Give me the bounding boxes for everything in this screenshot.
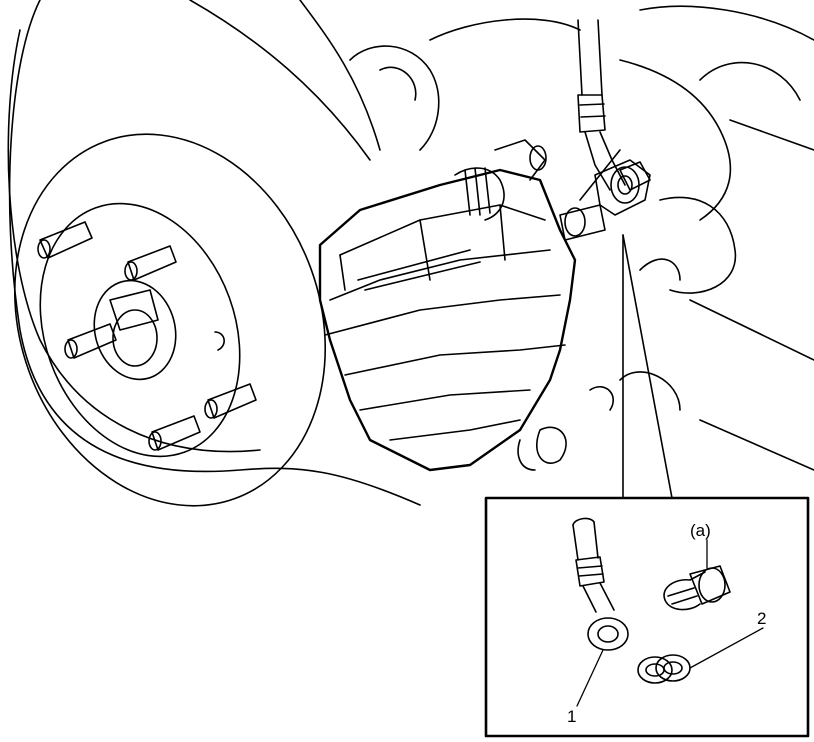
- callout-label-brake-hose: 1: [567, 707, 576, 726]
- wheel-stud: [37, 221, 93, 259]
- brake-caliper: [318, 168, 577, 472]
- caliper-mount-bolt: [559, 149, 621, 241]
- wheel-stud: [124, 245, 177, 281]
- wheel-stud: [204, 383, 257, 419]
- detail-leader-lines: [622, 234, 673, 499]
- wheel-stud: [148, 415, 201, 451]
- brake-hose-detail: [572, 517, 629, 651]
- gasket-detail: [637, 654, 691, 684]
- steering-knuckle: [349, 5, 814, 471]
- detail-inset-frame: [484, 496, 810, 738]
- wheel-stud: [64, 323, 117, 359]
- callout-label-union-bolt: (a): [690, 521, 711, 540]
- wheel-hub: [93, 279, 225, 381]
- callout-label-gasket: 2: [757, 609, 766, 628]
- union-bolt-detail: [663, 565, 731, 611]
- brake-disc: [7, 0, 421, 507]
- callout-leader: [576, 539, 764, 707]
- brake-hose: [577, 19, 626, 191]
- union-bolt: [594, 159, 651, 216]
- caliper-boot: [454, 139, 547, 221]
